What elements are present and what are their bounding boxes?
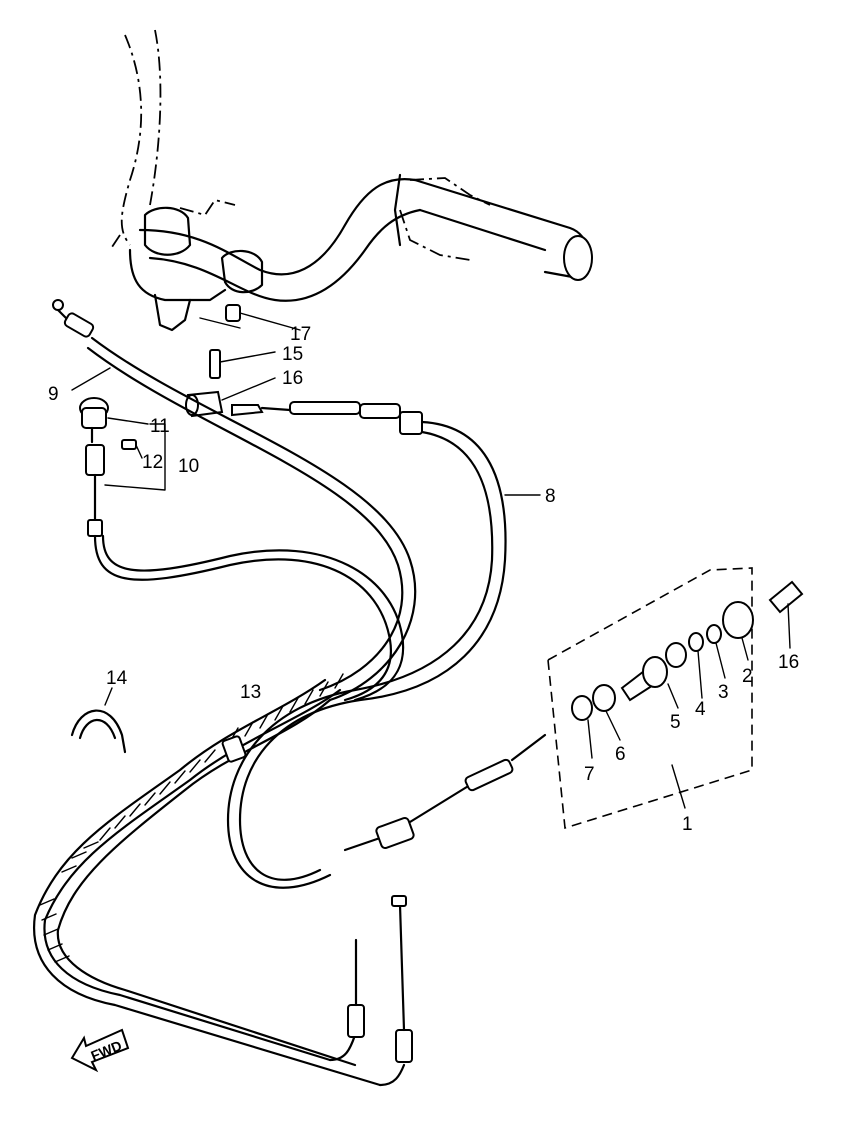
callout-16-lower: 16 [778, 652, 799, 673]
callout-5: 5 [670, 712, 681, 733]
part-7 [571, 695, 593, 721]
part-16-top [185, 377, 276, 418]
callout-4: 4 [695, 699, 706, 720]
cable-8 [226, 401, 541, 889]
callout-10: 10 [178, 456, 199, 477]
part-17 [225, 304, 301, 331]
spiral-coils [39, 673, 344, 963]
callout-1: 1 [682, 814, 693, 835]
part-1-fitting-assembly [343, 567, 804, 852]
callout-11: 11 [150, 416, 170, 437]
cable-9 [52, 299, 417, 702]
fwd-label: FWD [88, 1037, 124, 1064]
part-3 [706, 624, 722, 644]
part-14-clamp [70, 687, 127, 754]
fwd-direction-arrow: FWD [70, 1028, 130, 1073]
cable-10-assembly [79, 397, 405, 702]
callout-7: 7 [584, 764, 595, 785]
callout-12: 12 [142, 452, 163, 473]
callout-3: 3 [718, 682, 729, 703]
callout-labels: 1 2 3 4 5 6 7 8 9 10 11 12 13 14 15 16 1… [48, 324, 799, 835]
part-4 [688, 632, 704, 652]
part-13-spiral-wrap [33, 673, 382, 1087]
part-16-lower [768, 580, 804, 614]
callout-9: 9 [48, 384, 59, 405]
callout-17: 17 [290, 324, 311, 345]
callout-15: 15 [282, 344, 303, 365]
callout-16-top: 16 [282, 368, 303, 389]
callout-6: 6 [615, 744, 626, 765]
handlebar [128, 173, 593, 332]
part-2 [722, 601, 754, 639]
frame-outline [109, 29, 491, 261]
callout-8: 8 [545, 486, 556, 507]
callout-2: 2 [742, 666, 753, 687]
lower-cable-ends [328, 895, 413, 1087]
callout-14: 14 [106, 668, 128, 689]
callout-13: 13 [240, 682, 261, 703]
part-15 [209, 349, 276, 379]
part-6 [592, 684, 616, 712]
